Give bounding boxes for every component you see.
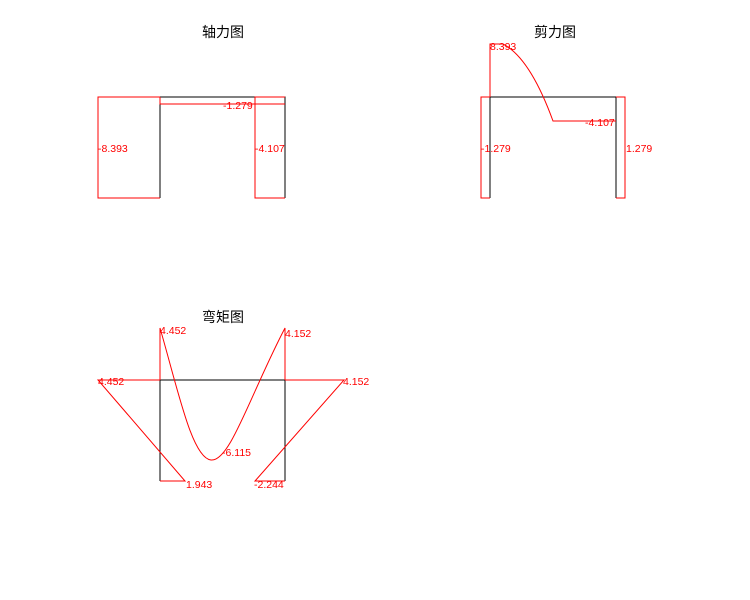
shear-right-column-value: 1.279 [626, 143, 652, 155]
axial-beam-band [159, 97, 285, 105]
shear-force-diagram: 剪力图 8.393 -4.107 -1.279 1.279 [480, 25, 652, 199]
moment-beam-curve [159, 327, 286, 461]
shear-right-column-band [616, 96, 626, 199]
shear-beam-curve [489, 43, 616, 122]
shear-beam-right-value: -4.107 [585, 117, 615, 129]
moment-beam-left-value: 4.452 [160, 325, 186, 337]
axial-title: 轴力图 [202, 25, 244, 41]
axial-right-column-band [254, 96, 285, 199]
bending-moment-diagram: 弯矩图 4.452 4.152 -6.115 4.452 4.152 1.943… [96, 309, 369, 491]
axial-right-column-value: -4.107 [255, 143, 285, 155]
shear-beam-left-value: 8.393 [490, 41, 516, 53]
moment-right-base-value: -2.244 [254, 479, 284, 491]
shear-left-column-band [480, 96, 490, 199]
axial-force-diagram: 轴力图 -8.393 -1.279 -4.107 [97, 25, 286, 199]
moment-beam-min-value: -6.115 [222, 447, 251, 459]
moment-left-column-shape [96, 379, 187, 482]
moment-beam-right-value: 4.152 [285, 328, 311, 340]
shear-title: 剪力图 [534, 25, 576, 41]
shear-frame [489, 96, 617, 198]
moment-frame [159, 379, 286, 481]
axial-left-column-band [97, 96, 160, 199]
moment-left-top-value: 4.452 [98, 376, 124, 388]
axial-beam-value: -1.279 [223, 100, 253, 112]
moment-right-column-shape [253, 379, 346, 482]
moment-left-base-value: 1.943 [186, 479, 212, 491]
axial-left-column-value: -8.393 [98, 143, 128, 155]
moment-title: 弯矩图 [202, 309, 244, 326]
shear-left-column-value: -1.279 [481, 143, 511, 155]
moment-right-top-value: 4.152 [343, 376, 369, 388]
axial-frame [159, 96, 286, 198]
